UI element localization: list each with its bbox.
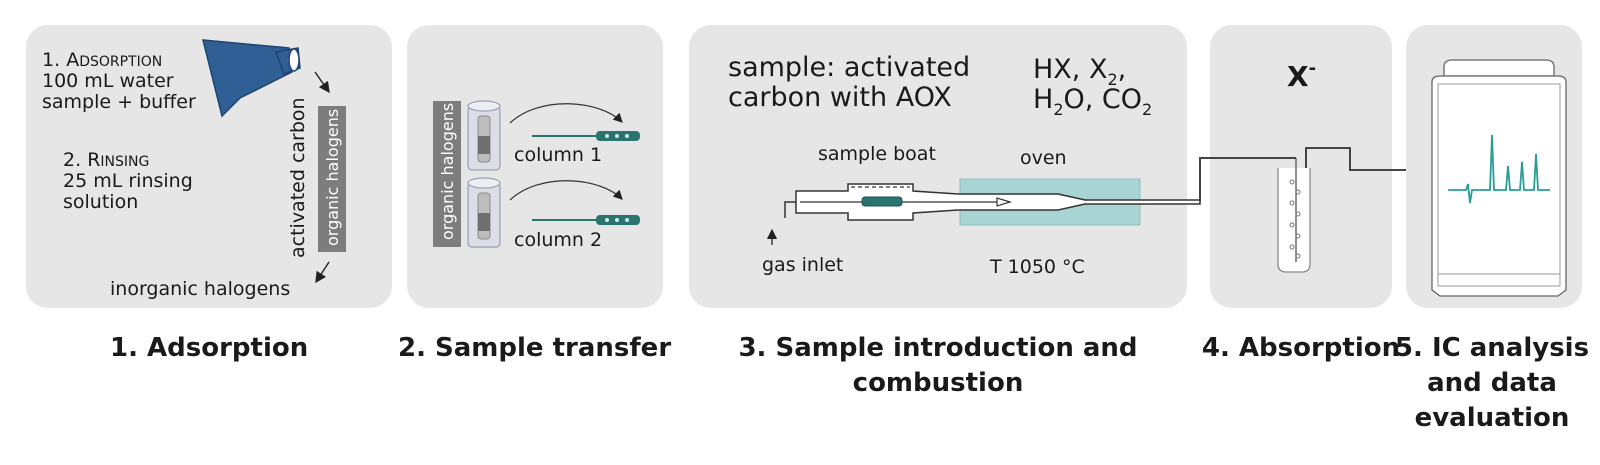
panel-absorption: [1210, 25, 1392, 308]
step1-heading: 1. ADSORPTION: [42, 49, 162, 71]
combustion-products-line1: HX, X2,: [1033, 54, 1126, 89]
column-organic-halogens-label: organic halogens: [323, 109, 342, 246]
caption-absorption: 4. Absorption: [1202, 333, 1400, 363]
combustion-products-line2: H2O, CO2: [1033, 84, 1152, 119]
flow-arrow-in: [314, 71, 330, 94]
step1-sample: sample + buffer: [42, 91, 196, 113]
step1-volume: 100 mL water: [42, 70, 174, 92]
caption-sample-transfer: 2. Sample transfer: [398, 333, 671, 363]
gas-inlet-pipe: [784, 201, 796, 218]
combustion-tube: [795, 183, 1201, 221]
sample-boat-icon: [861, 196, 903, 207]
transfer-tubing: [1199, 157, 1296, 202]
oven-label: oven: [1020, 147, 1067, 169]
boat-1-icon: [532, 131, 640, 141]
gas-inlet-label: gas inlet: [762, 254, 843, 276]
step2-volume: 25 mL rinsing: [63, 170, 193, 192]
panel-combustion: [689, 25, 1187, 308]
funnel-icon: [202, 39, 301, 118]
chromatogram-trace: [1448, 134, 1550, 204]
step2-heading: 2. RINSING: [63, 149, 149, 171]
transfer-column-bar: [433, 101, 461, 247]
column-2-label: column 2: [514, 229, 602, 251]
caption-ic-line3: evaluation: [1415, 403, 1570, 433]
caption-combustion-line2: combustion: [853, 368, 1024, 398]
temperature-label: T 1050 °C: [989, 256, 1085, 278]
transfer-arrow-2: [509, 180, 623, 201]
halide-ion-label: X-: [1287, 58, 1316, 93]
caption-combustion-line1: 3. Sample introduction and: [738, 333, 1137, 363]
vial-2-icon: [467, 177, 501, 248]
ic-inlet-tubing: [1305, 147, 1432, 171]
vial-1-icon: [467, 100, 501, 171]
transfer-arrow-1: [509, 103, 623, 124]
sample-description-line1: sample: activated: [728, 52, 970, 83]
sample-boat-label: sample boat: [818, 143, 936, 165]
caption-ic-line2: and data: [1427, 368, 1557, 398]
transfer-organic-halogens-label: organic halogens: [438, 103, 457, 240]
caption-adsorption: 1. Adsorption: [110, 333, 308, 363]
adsorption-column: [318, 106, 346, 252]
inorganic-halogens-label: inorganic halogens: [110, 278, 290, 300]
step2-solution: solution: [63, 191, 138, 213]
flow-arrow-out: [315, 261, 330, 284]
ic-instrument-icon: [1431, 59, 1567, 297]
sample-description-line2: carbon with AOX: [728, 82, 952, 113]
boat-2-icon: [532, 215, 640, 225]
caption-ic-line1: 5. IC analysis: [1395, 333, 1589, 363]
panel-adsorption: [26, 25, 392, 308]
absorption-tube-icon: [1277, 158, 1311, 273]
activated-carbon-label: activated carbon: [287, 97, 309, 258]
column-1-label: column 1: [514, 144, 602, 166]
